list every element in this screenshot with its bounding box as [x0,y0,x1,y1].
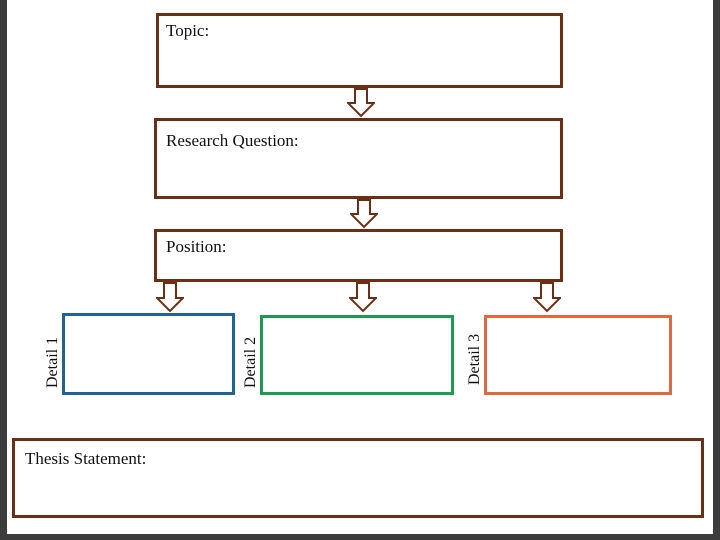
position-box: Position: [154,229,563,282]
detail-3-label: Detail 3 [466,333,483,385]
detail-1-box [62,313,235,395]
down-arrow-icon [533,282,561,313]
research-question-label: Research Question: [166,131,299,150]
down-arrow-icon [156,282,184,313]
research-question-box: Research Question: [154,118,563,199]
topic-label: Topic: [166,21,210,40]
detail-3-box [484,315,672,395]
thesis-box: Thesis Statement: [12,438,704,518]
topic-box: Topic: [156,13,563,88]
down-arrow-icon [349,282,377,313]
down-arrow-icon [347,88,375,118]
thesis-label: Thesis Statement: [25,449,147,468]
detail-2-box [260,315,454,395]
detail-1-label: Detail 1 [44,336,61,388]
detail-2-label: Detail 2 [242,336,259,388]
position-label: Position: [166,237,227,256]
down-arrow-icon [350,199,378,229]
